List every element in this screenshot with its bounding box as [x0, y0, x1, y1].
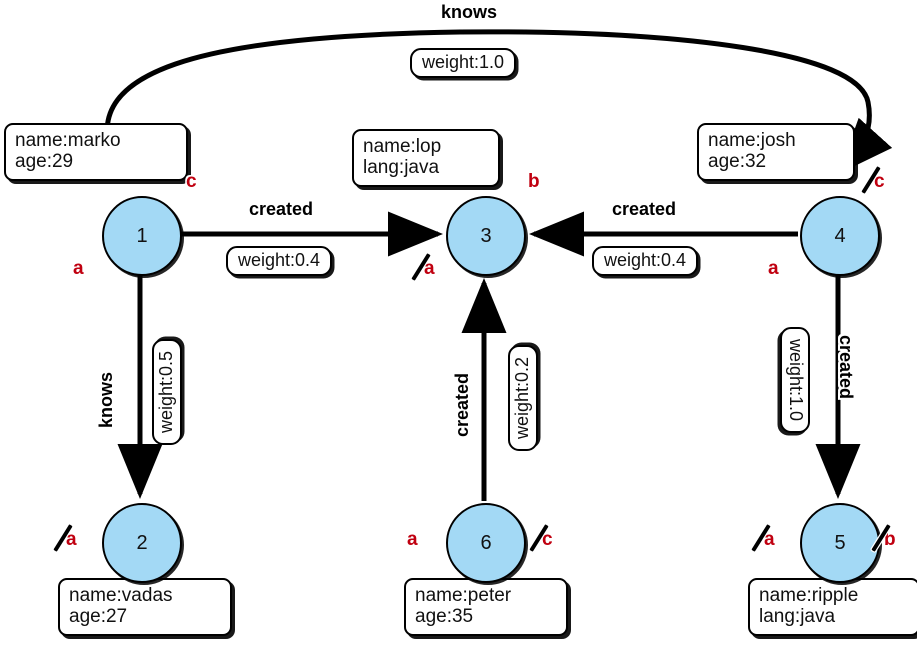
vertex-1[interactable]: 1 — [102, 196, 182, 276]
property-v6-name: name:peter — [415, 585, 512, 606]
vertex-2-id: 2 — [136, 531, 148, 554]
marker-v5-b: b — [871, 524, 896, 552]
property-v5-name: name:ripple — [759, 585, 859, 606]
property-box-v3: name:lop lang:java — [352, 129, 500, 187]
edge-label-knows-1-2: knows — [96, 371, 116, 428]
property-v4-age: age:32 — [708, 151, 767, 173]
property-v3-lang: lang:java — [363, 157, 440, 179]
property-box-v4: name:josh age:32 — [697, 123, 855, 181]
marker-v4-a: a — [768, 258, 779, 279]
marker-v4-c: c — [861, 166, 885, 194]
marker-v6-c: c — [529, 524, 553, 552]
edge-label-created-4-5: created — [836, 335, 856, 400]
property-v3-name: name:lop — [363, 136, 442, 157]
weight-label-knows-1-4: weight:1.0 — [410, 48, 517, 78]
marker-v3-a: a — [411, 253, 435, 281]
edge-knows-1-4 — [104, 29, 893, 174]
marker-v6-a: a — [407, 529, 418, 550]
vertex-5[interactable]: 5 — [800, 503, 880, 583]
edge-label-created-4-3: created — [612, 199, 677, 219]
edge-label-knows-1-4: knows — [441, 2, 498, 22]
edge-label-created-1-3: created — [249, 199, 314, 219]
marker-v3-b: b — [528, 171, 540, 192]
property-v1-age: age:29 — [15, 151, 74, 173]
property-box-v6: name:peter age:35 — [404, 578, 568, 636]
vertex-5-id: 5 — [834, 531, 846, 554]
weight-label-created-4-5: weight:1.0 — [780, 327, 810, 434]
vertex-4-id: 4 — [834, 224, 846, 247]
property-v5-lang: lang:java — [759, 606, 836, 628]
weight-label-created-6-3: weight:0.2 — [508, 344, 538, 451]
edge-label-created-6-3: created — [452, 372, 472, 437]
property-v2-name: name:vadas — [69, 585, 173, 606]
vertex-6[interactable]: 6 — [446, 503, 526, 583]
weight-label-created-4-3: weight:0.4 — [592, 246, 699, 276]
marker-v2-a: a — [53, 524, 77, 552]
marker-v1-a: a — [73, 258, 84, 279]
vertex-4[interactable]: 4 — [800, 196, 880, 276]
property-v4-name: name:josh — [708, 130, 796, 151]
marker-v1-c: c — [186, 171, 197, 192]
property-box-v5: name:ripple lang:java — [748, 578, 917, 636]
vertex-3-id: 3 — [480, 224, 492, 247]
vertex-2[interactable]: 2 — [102, 503, 182, 583]
property-v6-age: age:35 — [415, 606, 474, 628]
vertex-6-id: 6 — [480, 531, 492, 554]
property-v2-age: age:27 — [69, 606, 128, 628]
weight-label-knows-1-2: weight:0.5 — [152, 338, 182, 445]
marker-v5-a: a — [751, 524, 775, 552]
property-box-v2: name:vadas age:27 — [58, 578, 232, 636]
vertex-1-id: 1 — [136, 224, 148, 247]
weight-label-created-1-3: weight:0.4 — [226, 246, 333, 276]
property-v1-name: name:marko — [15, 130, 121, 151]
vertex-3[interactable]: 3 — [446, 196, 526, 276]
property-box-v1: name:marko age:29 — [4, 123, 188, 181]
